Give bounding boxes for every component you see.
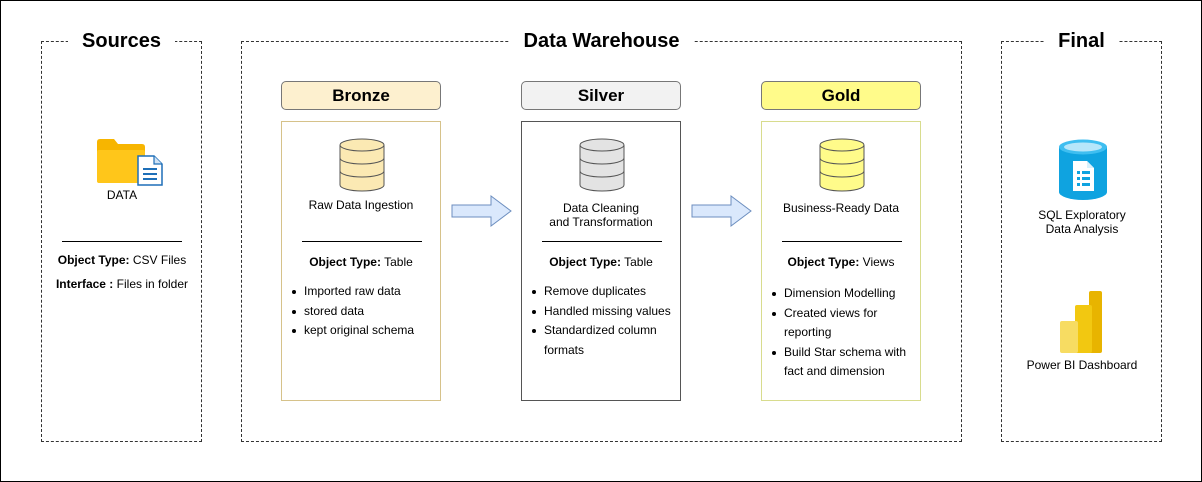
list-item-continued: reporting <box>784 325 832 339</box>
gold-box: Business-Ready Data Object Type: Views D… <box>761 121 921 401</box>
list-item: Build Star schema with <box>770 343 914 363</box>
object-type-value: Views <box>862 255 895 269</box>
silver-box: Data Cleaning and Transformation Object … <box>521 121 681 401</box>
object-type-value: Table <box>624 255 653 269</box>
interface-label: Interface : <box>55 277 114 291</box>
gold-desc-line1: Business-Ready Data <box>782 201 900 215</box>
final-title: Final <box>1044 30 1119 52</box>
object-type-label: Object Type: <box>57 253 130 267</box>
bronze-desc-line1: Raw Data Ingestion <box>308 198 414 212</box>
object-type-value: CSV Files <box>132 253 187 267</box>
sources-divider <box>62 241 182 242</box>
list-item-continued: fact and dimension <box>784 364 885 378</box>
database-icon <box>339 138 385 192</box>
silver-desc-line2: and Transformation <box>549 215 653 229</box>
silver-object-type: Object Type: Table <box>522 255 680 269</box>
silver-points: Remove duplicates Handled missing values… <box>530 282 674 360</box>
gold-header: Gold <box>761 81 921 110</box>
list-item: Dimension Modelling <box>770 284 914 304</box>
silver-desc-line1: Data Cleaning <box>562 201 640 215</box>
interface-value: Files in folder <box>116 277 189 291</box>
bronze-header: Bronze <box>281 81 441 110</box>
object-type-label: Object Type: <box>549 255 621 269</box>
silver-title: Silver <box>577 86 625 105</box>
list-item-continued: formats <box>544 342 585 357</box>
list-item: Handled missing values <box>530 302 674 322</box>
silver-divider <box>542 241 662 242</box>
gold-title: Gold <box>821 86 861 105</box>
arrow-right-icon <box>451 195 512 227</box>
sources-title: Sources <box>68 30 175 52</box>
warehouse-title: Data Warehouse <box>509 30 694 52</box>
bronze-object-type: Object Type: Table <box>282 255 440 269</box>
gold-divider <box>782 241 902 242</box>
list-item: Remove duplicates <box>530 282 674 302</box>
document-icon <box>137 155 163 186</box>
object-type-label: Object Type: <box>787 255 860 269</box>
sources-interface: Interface : Files in folder <box>42 277 202 291</box>
powerbi-label: Power BI Dashboard <box>1026 358 1138 372</box>
gold-object-type: Object Type: Views <box>762 255 920 269</box>
list-item: Standardized column <box>530 321 674 341</box>
bronze-box: Raw Data Ingestion Object Type: Table Im… <box>281 121 441 401</box>
sql-label-line2: Data Analysis <box>1045 222 1119 236</box>
sql-database-icon <box>1059 139 1107 200</box>
list-item: Created views for <box>770 304 914 324</box>
gold-points: Dimension Modelling Created views for re… <box>770 284 914 382</box>
list-item: Imported raw data <box>290 282 434 302</box>
data-label: DATA <box>106 188 138 202</box>
final-section: Final SQL Exploratory Data Analysis Powe… <box>1001 30 1162 442</box>
power-bi-icon <box>1060 291 1102 353</box>
list-item: stored data <box>290 302 434 322</box>
sources-object-type: Object Type: CSV Files <box>42 253 202 267</box>
database-icon <box>579 138 625 192</box>
sql-label: SQL Exploratory Data Analysis <box>1002 208 1162 236</box>
object-type-label: Object Type: <box>309 255 381 269</box>
object-type-value: Table <box>384 255 413 269</box>
sources-section: Sources DATA Object Type: CSV Files Inte… <box>41 30 202 442</box>
silver-header: Silver <box>521 81 681 110</box>
database-icon <box>819 138 865 192</box>
arrow-right-icon <box>691 195 752 227</box>
sql-label-line1: SQL Exploratory <box>1038 208 1126 222</box>
folder-icon <box>97 139 145 183</box>
bronze-divider <box>302 241 422 242</box>
bronze-title: Bronze <box>332 86 390 105</box>
list-item: kept original schema <box>290 321 434 341</box>
bronze-points: Imported raw data stored data kept origi… <box>290 282 434 341</box>
warehouse-section: Data Warehouse <box>241 30 962 442</box>
